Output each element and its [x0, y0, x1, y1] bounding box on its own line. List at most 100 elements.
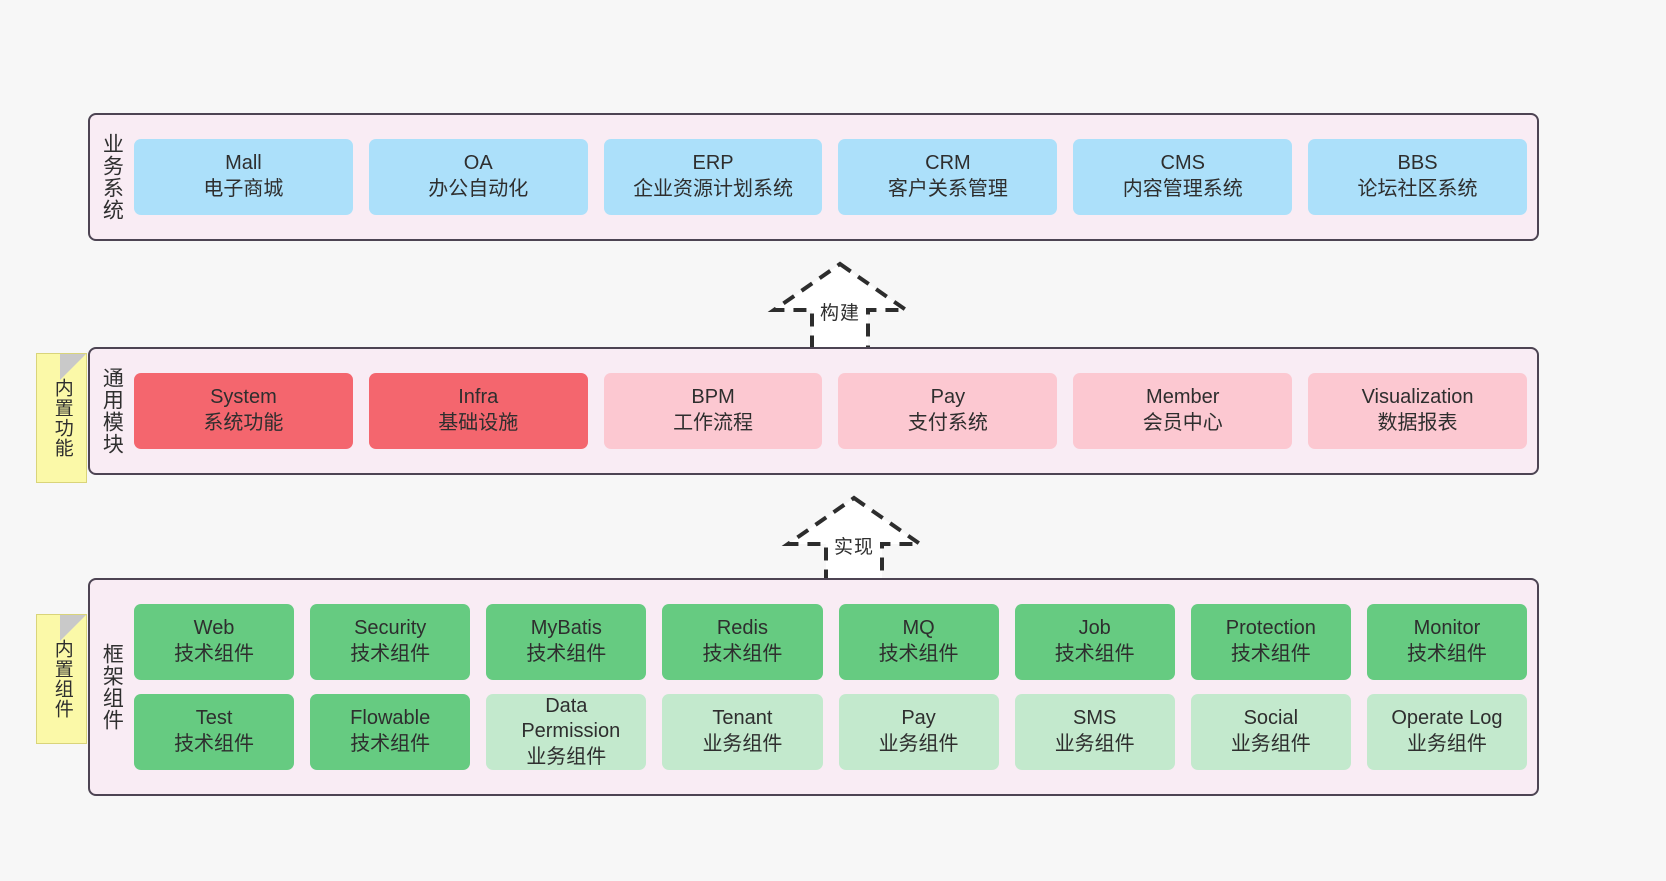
card-title: MyBatis	[530, 617, 602, 640]
card-title: Pay	[930, 386, 966, 409]
framework-card-pay[interactable]: Pay 业务组件	[838, 694, 999, 770]
card-title: ERP	[692, 152, 734, 175]
business-card-mall[interactable]: Mall 电子商城	[134, 139, 353, 215]
card-title: Visualization	[1361, 386, 1474, 409]
business-card-oa[interactable]: OA 办公自动化	[368, 139, 588, 215]
business-card-erp[interactable]: ERP 企业资源计划系统	[603, 139, 823, 215]
card-subtitle: 企业资源计划系统	[633, 178, 794, 200]
card-subtitle: 会员中心	[1142, 412, 1223, 434]
framework-tech-row: Web 技术组件 Security 技术组件 MyBatis 技术组件 Redi…	[134, 604, 1527, 680]
framework-card-mybatis[interactable]: MyBatis 技术组件	[486, 604, 647, 680]
module-card-visualization[interactable]: Visualization 数据报表	[1308, 373, 1527, 449]
framework-component-layer-body: Web 技术组件 Security 技术组件 MyBatis 技术组件 Redi…	[132, 580, 1537, 794]
business-system-layer: 业务系统 Mall 电子商城 OA 办公自动化 ERP 企业资源计划系统 CRM…	[88, 113, 1539, 241]
common-module-layer: 通用模块 System 系统功能 Infra 基础设施 BPM 工作流程 Pay…	[88, 347, 1539, 475]
framework-component-layer: 框架组件 Web 技术组件 Security 技术组件 MyBatis 技术组件…	[88, 578, 1539, 796]
card-subtitle: 数据报表	[1377, 412, 1458, 434]
sticky-note-label: 内置功能	[51, 378, 73, 458]
framework-card-web[interactable]: Web 技术组件	[134, 604, 295, 680]
card-subtitle: 技术组件	[702, 643, 783, 665]
card-title: Tenant	[712, 707, 773, 730]
card-title: Redis	[716, 617, 768, 640]
card-title: Pay	[901, 707, 936, 730]
card-title: Data Permission	[521, 694, 621, 743]
business-system-row: Mall 电子商城 OA 办公自动化 ERP 企业资源计划系统 CRM 客户关系…	[134, 139, 1527, 215]
card-subtitle: 技术组件	[174, 733, 255, 755]
card-subtitle: 论坛社区系统	[1357, 178, 1478, 200]
card-title: CMS	[1160, 152, 1205, 175]
card-title: BPM	[691, 386, 735, 409]
card-subtitle: 业务组件	[1054, 733, 1135, 755]
framework-card-job[interactable]: Job 技术组件	[1014, 604, 1175, 680]
business-card-crm[interactable]: CRM 客户关系管理	[838, 139, 1058, 215]
card-title: SMS	[1073, 707, 1117, 730]
framework-card-mq[interactable]: MQ 技术组件	[838, 604, 999, 680]
framework-card-social[interactable]: Social 业务组件	[1190, 694, 1351, 770]
business-system-layer-body: Mall 电子商城 OA 办公自动化 ERP 企业资源计划系统 CRM 客户关系…	[132, 115, 1537, 239]
sticky-note-builtin-component: 内置组件	[36, 614, 87, 744]
framework-card-tenant[interactable]: Tenant 业务组件	[662, 694, 823, 770]
card-title: Infra	[458, 386, 499, 409]
card-subtitle: 业务组件	[702, 733, 783, 755]
common-module-layer-title: 通用模块	[100, 367, 124, 455]
framework-card-test[interactable]: Test 技术组件	[134, 694, 295, 770]
card-subtitle: 客户关系管理	[887, 178, 1008, 200]
card-title: Web	[193, 617, 235, 640]
card-subtitle: 基础设施	[438, 412, 519, 434]
framework-card-operate-log[interactable]: Operate Log 业务组件	[1366, 694, 1527, 770]
card-subtitle: 业务组件	[1406, 733, 1487, 755]
card-subtitle: 技术组件	[350, 733, 431, 755]
business-card-bbs[interactable]: BBS 论坛社区系统	[1308, 139, 1527, 215]
dashed-up-arrow-icon	[767, 261, 913, 354]
card-subtitle: 技术组件	[174, 643, 255, 665]
card-title: Job	[1078, 617, 1111, 640]
module-card-pay[interactable]: Pay 支付系统	[838, 373, 1058, 449]
card-subtitle: 业务组件	[878, 733, 959, 755]
business-system-layer-title: 业务系统	[100, 133, 124, 221]
card-title: Flowable	[350, 707, 431, 730]
framework-business-row: Test 技术组件 Flowable 技术组件 Data Permission …	[134, 694, 1527, 770]
card-title: System	[210, 386, 277, 409]
framework-card-data-permission[interactable]: Data Permission 业务组件	[486, 694, 647, 770]
common-module-layer-body: System 系统功能 Infra 基础设施 BPM 工作流程 Pay 支付系统…	[132, 349, 1537, 473]
framework-card-protection[interactable]: Protection 技术组件	[1190, 604, 1351, 680]
card-subtitle: 业务组件	[526, 745, 607, 768]
implement-generalization-arrow: 实现	[774, 492, 934, 592]
card-title: Protection	[1225, 617, 1316, 640]
module-card-system[interactable]: System 系统功能	[134, 373, 353, 449]
card-subtitle: 内容管理系统	[1122, 178, 1243, 200]
sticky-note-label: 内置组件	[51, 639, 73, 719]
card-title: Test	[195, 707, 233, 730]
card-subtitle: 技术组件	[1406, 643, 1487, 665]
card-subtitle: 支付系统	[907, 412, 988, 434]
card-subtitle: 技术组件	[350, 643, 431, 665]
card-subtitle: 技术组件	[878, 643, 959, 665]
card-subtitle: 办公自动化	[428, 178, 529, 200]
business-card-cms[interactable]: CMS 内容管理系统	[1073, 139, 1293, 215]
card-title: BBS	[1397, 152, 1438, 175]
card-subtitle: 技术组件	[526, 643, 607, 665]
module-card-bpm[interactable]: BPM 工作流程	[603, 373, 823, 449]
framework-card-sms[interactable]: SMS 业务组件	[1014, 694, 1175, 770]
card-title: Monitor	[1413, 617, 1481, 640]
framework-card-redis[interactable]: Redis 技术组件	[662, 604, 823, 680]
framework-component-layer-title: 框架组件	[100, 643, 124, 731]
card-title: MQ	[902, 617, 935, 640]
card-subtitle: 系统功能	[203, 412, 284, 434]
framework-card-flowable[interactable]: Flowable 技术组件	[310, 694, 471, 770]
module-card-member[interactable]: Member 会员中心	[1073, 373, 1293, 449]
framework-card-security[interactable]: Security 技术组件	[310, 604, 471, 680]
build-generalization-arrow: 构建	[760, 258, 920, 358]
common-module-row: System 系统功能 Infra 基础设施 BPM 工作流程 Pay 支付系统…	[134, 373, 1527, 449]
card-title: CRM	[925, 152, 971, 175]
card-subtitle: 业务组件	[1230, 733, 1311, 755]
card-subtitle: 技术组件	[1230, 643, 1311, 665]
card-subtitle: 技术组件	[1054, 643, 1135, 665]
module-card-infra[interactable]: Infra 基础设施	[368, 373, 588, 449]
card-subtitle: 电子商城	[203, 178, 284, 200]
card-title: Social	[1243, 707, 1299, 730]
framework-card-monitor[interactable]: Monitor 技术组件	[1366, 604, 1527, 680]
card-title: Mall	[225, 152, 262, 175]
card-subtitle: 工作流程	[673, 412, 754, 434]
card-title: Member	[1146, 386, 1220, 409]
